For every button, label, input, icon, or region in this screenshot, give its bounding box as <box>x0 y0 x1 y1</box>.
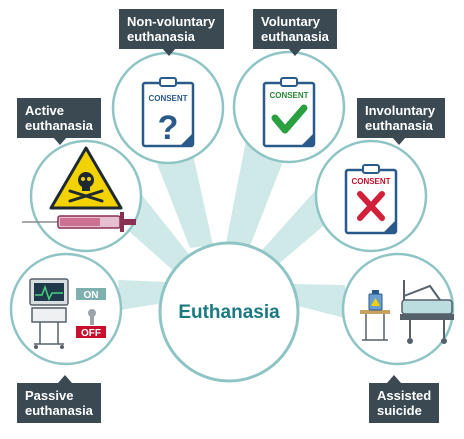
poison-hazard-icon <box>49 146 123 210</box>
label-non-voluntary-line1: Non-voluntary <box>127 14 216 29</box>
clipboard-check-icon: CONSENT <box>262 77 316 148</box>
label-involuntary-line1: Involuntary <box>365 103 436 118</box>
on-label: ON <box>84 290 99 301</box>
label-assisted: Assisted suicide <box>369 383 439 423</box>
off-label: OFF <box>81 328 101 339</box>
question-mark-icon: ? <box>158 109 179 147</box>
clipboard-question-icon: CONSENT ? <box>141 77 195 148</box>
label-voluntary-line2: euthanasia <box>261 29 329 44</box>
pointer-active <box>53 137 67 145</box>
consent-text-voluntary: CONSENT <box>269 91 308 100</box>
label-voluntary: Voluntary euthanasia <box>253 9 337 49</box>
fan-passive <box>118 280 170 310</box>
life-support-machine-icon <box>29 278 96 349</box>
check-mark-icon <box>271 104 308 134</box>
pointer-assisted <box>387 375 401 383</box>
cross-mark-icon <box>357 191 385 221</box>
center-label: Euthanasia <box>178 302 280 323</box>
center-bubble <box>158 241 300 383</box>
consent-text-involuntary: CONSENT <box>351 177 390 186</box>
label-passive-line1: Passive <box>25 388 74 403</box>
label-passive-line2: euthanasia <box>25 403 93 418</box>
off-switch-icon: OFF <box>76 326 106 339</box>
label-voluntary-line1: Voluntary <box>261 14 320 29</box>
label-non-voluntary-line2: euthanasia <box>127 29 195 44</box>
consent-text-non-voluntary: CONSENT <box>148 94 187 103</box>
syringe-icon <box>22 212 136 232</box>
bubble-assisted <box>341 252 455 366</box>
poison-bottle-icon <box>368 290 383 311</box>
label-active-line1: Active <box>25 103 65 118</box>
label-non-voluntary: Non-voluntary euthanasia <box>119 9 224 49</box>
label-passive: Passive euthanasia <box>17 383 101 423</box>
on-switch-icon: ON <box>76 288 106 301</box>
pointer-voluntary <box>288 48 302 56</box>
label-assisted-line2: suicide <box>377 403 422 418</box>
hospital-bed-icon <box>400 280 454 344</box>
pointer-passive <box>58 375 72 383</box>
pointer-non-voluntary <box>162 48 176 56</box>
label-involuntary-line2: euthanasia <box>365 118 433 133</box>
label-active-line2: euthanasia <box>25 118 93 133</box>
label-assisted-line1: Assisted <box>377 388 432 403</box>
pointer-involuntary <box>392 137 406 145</box>
label-involuntary: Involuntary euthanasia <box>357 98 445 138</box>
clipboard-cross-icon: CONSENT <box>344 164 398 235</box>
bedside-table-icon <box>360 310 390 341</box>
label-active: Active euthanasia <box>17 98 101 138</box>
fan-assisted <box>290 284 345 318</box>
